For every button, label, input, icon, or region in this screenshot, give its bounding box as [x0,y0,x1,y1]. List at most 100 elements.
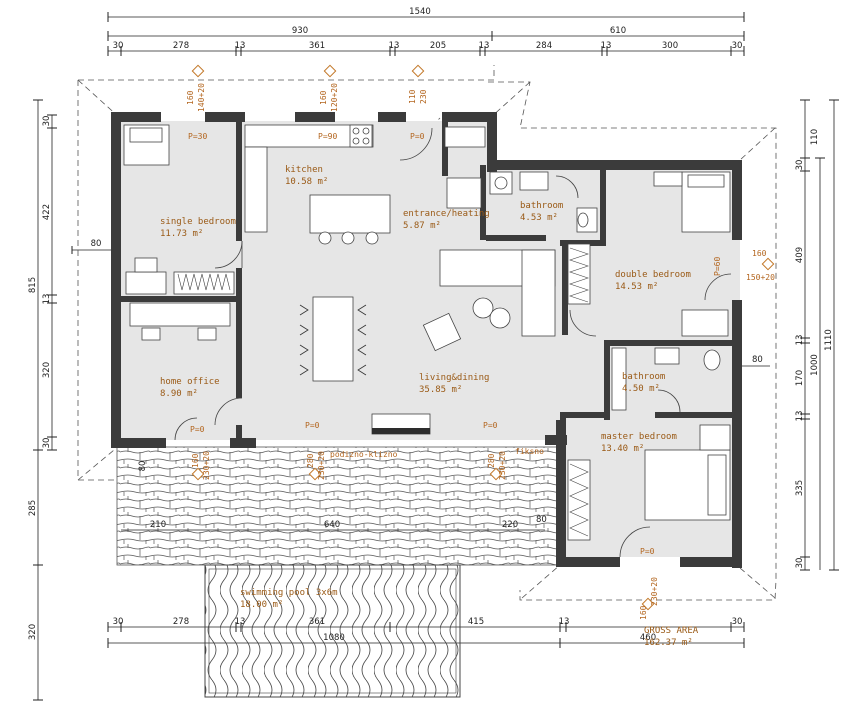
dim-right-row-4: 170 [795,370,805,386]
window-label-w: 160 [186,90,195,105]
washing-machine [489,171,513,195]
window-label-h: 230+20 [650,577,659,606]
dim-bottom-row-0: 30 [113,617,124,627]
kitchen-island [309,194,391,234]
dim-terrace-220: 220 [502,520,518,530]
room-single-bedroom-area: 11.73 m² [160,229,203,239]
dim-top-row-5: 205 [430,41,446,51]
room-labels: single bedroom 11.73 m² kitchen 10.58 m²… [160,165,699,648]
dim-right-total: 1110 [824,329,834,351]
window-labels: 160 140+20 160 120+20 110 230 160 150+20… [186,83,775,620]
room-kitchen-area: 10.58 m² [285,177,328,187]
dim-left-bottom-1: 320 [28,624,38,640]
window-label-h: 120+20 [330,83,339,112]
dim-bottom-row-5: 13 [559,617,570,627]
door-swings [174,127,732,558]
dim-right-row-5: 13 [795,411,805,422]
dim-left-row-3: 320 [42,362,52,378]
dim-top-row-0: 30 [113,41,124,51]
window-label-h: 150+20 [746,273,775,282]
window-label-w: 280 [487,453,496,468]
dim-right-row-0: 110 [810,129,820,145]
dim-bottom-row-6: 30 [732,617,743,627]
dim-top-row-7: 284 [536,41,552,51]
dim-terrace-80: 80 [536,515,547,525]
window-label-h: 230+20 [317,451,326,480]
dim-top-row-1: 278 [173,41,189,51]
window-label-w: 160 [191,453,200,468]
furniture [123,124,731,541]
left-dimensions: 815 30 422 13 320 30 285 320 80 [28,99,121,701]
dim-top-row-10: 30 [732,41,743,51]
room-home-office-area: 8.90 m² [160,389,198,399]
note-p60: P=60 [713,257,722,276]
room-entrance-area: 5.87 m² [403,221,441,231]
dim-top-row-6: 13 [479,41,490,51]
room-living-name: living&dining [419,373,489,383]
room-double-bedroom-area: 14.53 m² [615,282,658,292]
room-home-office-name: home office [160,377,220,387]
dim-left-row-1: 422 [42,204,52,220]
dim-left-row-2: 13 [42,294,52,305]
office-desk [129,302,231,327]
dim-left-row-4: 30 [42,438,52,449]
room-kitchen-name: kitchen [285,165,323,175]
window-label-w: 280 [306,453,315,468]
window-label-h: 230+20 [498,451,507,480]
room-bathroom-name: bathroom [520,201,563,211]
room-master-bedroom-name: master bedroom [601,432,677,442]
swimming-pool [204,564,461,698]
dim-bath-80: 80 [752,355,763,365]
window-label-w: 110 [408,89,417,104]
walls [111,112,742,568]
room-master-bedroom-area: 13.40 m² [601,444,644,454]
dim-terrace-640: 640 [324,520,340,530]
room-single-bedroom-name: single bedroom [160,217,236,227]
room-pool-name: swimming pool 3x6m [240,588,338,598]
window-markers [191,64,775,611]
dim-sbr-80: 80 [138,461,148,472]
gross-area-value: 162.37 m² [644,638,693,648]
dim-left-80: 80 [91,239,102,249]
right-dimensions: 1110 1000 110 30 409 13 170 13 335 30 [795,99,839,571]
dim-top-row-2: 13 [235,41,246,51]
dim-bottom-row-1: 278 [173,617,189,627]
note-p90: P=90 [318,132,337,141]
dim-top-row-9: 300 [662,41,678,51]
dim-top-sub1: 930 [292,26,308,36]
dim-top-row-4: 13 [389,41,400,51]
gross-area-label: GROSS AREA [644,626,699,636]
wardrobe-double [567,243,591,305]
dim-top-total: 1540 [409,7,431,17]
terrace-dimensions: 210 640 220 80 80 80 [121,355,770,531]
dim-right-row-2: 409 [795,247,805,263]
dim-top-sub2: 610 [610,26,626,36]
dim-left-bottom-0: 285 [28,500,38,516]
room-bathroom2-name: bathroom [622,372,665,382]
dim-right-row-1: 30 [795,160,805,171]
window-label-w: 160 [639,605,648,620]
note-p30: P=30 [188,132,207,141]
top-dimensions: 1540 930 610 30 278 13 361 13 205 13 284… [107,7,745,56]
dim-top-row-3: 361 [309,41,325,51]
dim-right-sub: 1000 [810,354,820,376]
window-label-w: 160 [752,249,767,258]
dim-left-total: 815 [28,277,38,293]
room-bathroom-area: 4.53 m² [520,213,558,223]
note-p0: P=0 [305,421,320,430]
dim-bottom-460: 460 [640,633,656,643]
note-p0: P=0 [483,421,498,430]
armchair [422,312,462,352]
dining-table [312,296,354,382]
room-entrance-name: entrance/heating [403,209,490,219]
note-p0: P=0 [190,425,205,434]
room-bathroom2-area: 4.50 m² [622,384,660,394]
dim-right-row-3: 13 [795,335,805,346]
window-label-h: 230 [419,89,428,104]
kitchen-counter [244,124,374,148]
dim-top-row-8: 13 [601,41,612,51]
dim-terrace-210: 210 [150,520,166,530]
window-label-w: 160 [319,90,328,105]
sill-notes: P=30 P=90 P=0 P=60 P=0 P=0 P=0 P=0 podiz… [188,132,722,556]
room-double-bedroom-name: double bedroom [615,270,691,280]
